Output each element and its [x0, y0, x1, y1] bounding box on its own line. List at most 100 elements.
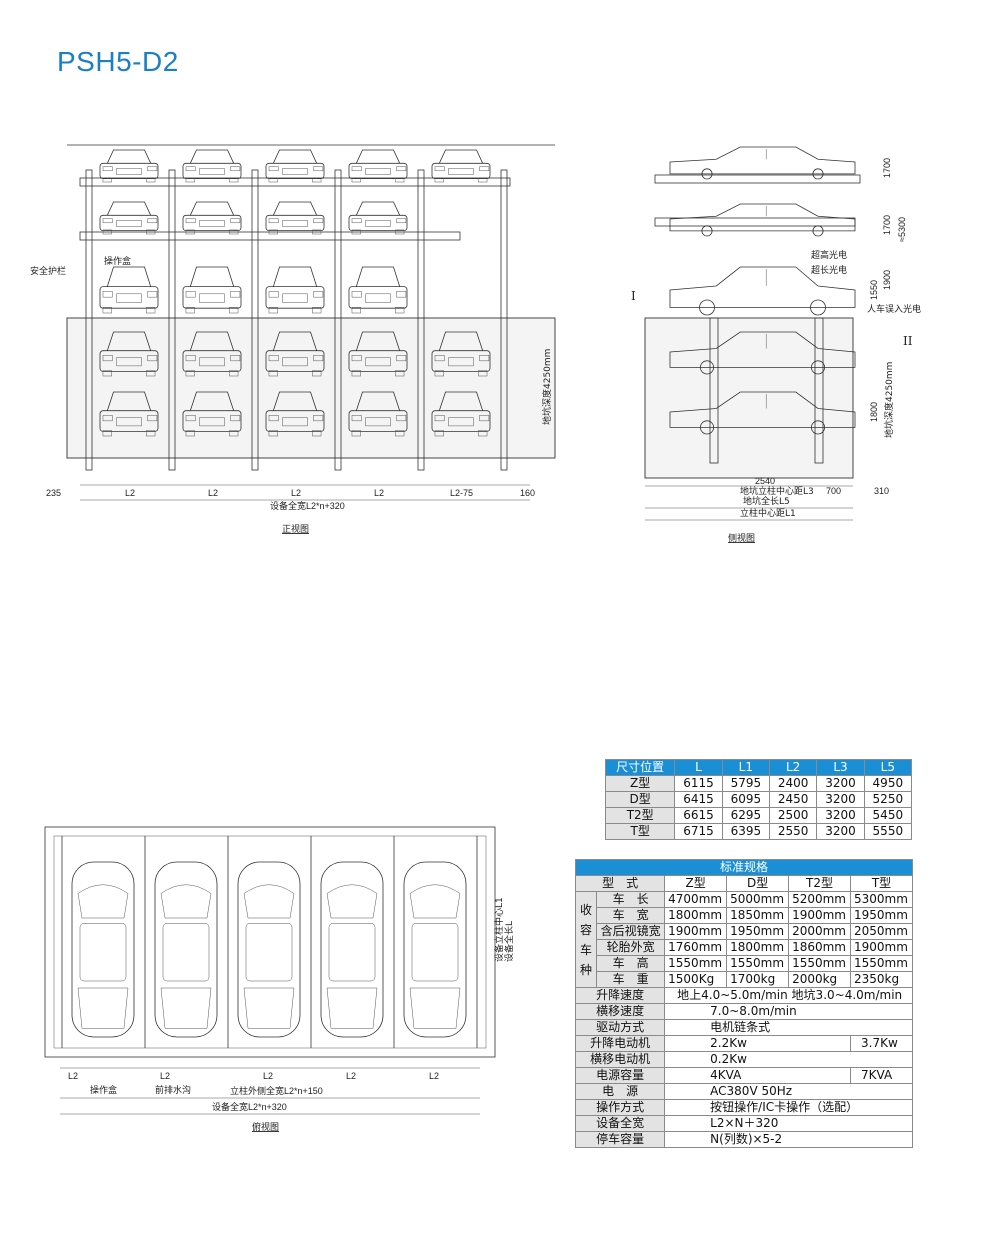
spec-row-label: 驱动方式 — [574, 1019, 666, 1036]
top-total-width: 设备全宽L2*n+320 — [212, 1101, 287, 1112]
dim-cell: 6415 — [674, 791, 723, 808]
spec-cell: 1760mm — [664, 939, 728, 956]
table-row: T型 6715 6395 2550 3200 5550 — [604, 823, 913, 840]
car-front-view — [265, 266, 325, 314]
dim-cell: 2550 — [768, 823, 818, 840]
dim-cell: 3200 — [816, 791, 865, 808]
front-dim-l2-1: L2 — [125, 488, 135, 498]
car-top-view — [154, 861, 218, 1038]
spec-cell: 2050mm — [850, 923, 913, 940]
table-row: 升降电动机 2.2Kw 3.7Kw — [574, 1035, 913, 1052]
dim-cell: 6295 — [721, 807, 771, 824]
car-side-view — [669, 203, 856, 237]
dim-cell: 6095 — [721, 791, 771, 808]
table-row: Z型 6115 5795 2400 3200 4950 — [604, 775, 913, 792]
column — [168, 169, 176, 471]
side-view-caption: 侧视图 — [728, 532, 755, 544]
spec-cell: 4700mm — [664, 891, 728, 908]
table-row: 车 重 1500Kg 1700kg 2000kg 2350kg — [576, 971, 913, 988]
table-row: 车 宽 1800mm 1850mm 1900mm 1950mm — [576, 907, 913, 924]
top-dim-l2-2: L2 — [160, 1071, 170, 1081]
spec-table-title: 标准规格 — [575, 859, 913, 876]
spec-cell: 3.7Kw — [850, 1035, 913, 1052]
table-row: 含后视镜宽 1900mm 1950mm 2000mm 2050mm — [576, 923, 913, 940]
spec-cell: 5200mm — [788, 891, 852, 908]
spec-cell: 2000mm — [788, 923, 852, 940]
side-height-5: 1800 — [869, 402, 879, 422]
table-row: 横移速度 7.0~8.0m/min — [574, 1003, 913, 1020]
spec-row-label: 车 高 — [595, 955, 666, 972]
table-row: 横移电动机 0.2Kw — [574, 1051, 913, 1068]
intrusion-sensor-label: 人车误入光电 — [867, 303, 921, 315]
table-row: T2型 6615 6295 2500 3200 5450 — [604, 807, 913, 824]
car-top-view — [71, 861, 135, 1038]
dim-header-l3: L3 — [816, 759, 865, 776]
front-dim-160: 160 — [520, 488, 535, 498]
table-row: 操作方式 按钮操作/IC卡操作（选配） — [574, 1099, 913, 1116]
table-row: 停车容量 N(列数)×5-2 — [574, 1131, 913, 1148]
car-front-view — [431, 149, 491, 183]
spec-type: Z型 — [664, 875, 728, 892]
top-dim-l2-3: L2 — [263, 1071, 273, 1081]
front-view-caption: 正视图 — [282, 523, 309, 535]
table-row: 收 容 车 种 车 长 4700mm 5000mm 5200mm 5300mm — [575, 891, 913, 988]
table-row: 电 源 AC380V 50Hz — [574, 1083, 913, 1100]
front-pit-depth-label: 地坑深度4250mm — [541, 349, 553, 425]
dim-cell: 2400 — [768, 775, 818, 792]
front-guardrail-label: 安全护栏 — [30, 265, 66, 277]
spec-cell: 5000mm — [726, 891, 790, 908]
column — [334, 169, 342, 471]
top-drain-label: 前排水沟 — [155, 1084, 191, 1096]
car-front-view — [348, 331, 408, 377]
section-mark-2: II — [903, 334, 913, 348]
spec-cell: 2350kg — [850, 971, 913, 988]
car-top-view — [403, 861, 467, 1038]
over-length-sensor-label: 超长光电 — [811, 264, 847, 276]
spec-table: 标准规格 型 式 Z型 D型 T2型 T型 收 容 车 种 车 长 4700mm… — [574, 859, 913, 1148]
inner-frame — [53, 835, 487, 1049]
front-dim-l2-4: L2 — [374, 488, 384, 498]
pit-outline — [644, 317, 854, 479]
side-height-4: 1550 — [869, 280, 879, 300]
car-front-view — [99, 391, 159, 437]
dim-header-l5: L5 — [863, 759, 913, 776]
top-control-box-label: 操作盒 — [90, 1084, 117, 1096]
dimension-table-header: 尺寸位置 L L1 L2 L3 L5 — [604, 759, 913, 776]
spec-cell: 1900mm — [850, 939, 913, 956]
spec-row-label: 升降电动机 — [574, 1035, 666, 1052]
spec-row-label: 车 重 — [595, 971, 666, 988]
top-l1-label: 设备立柱中心L1 — [493, 897, 505, 962]
column — [251, 169, 259, 471]
side-view-drawing: 1700 1700 ≈5300 1900 1550 1800 地坑深度4250m… — [631, 146, 921, 544]
spec-row-label: 设备全宽 — [574, 1115, 666, 1132]
top-col-width: 立柱外侧全宽L2*n+150 — [230, 1085, 323, 1096]
spec-type-label: 型 式 — [574, 875, 666, 892]
car-front-view — [348, 391, 408, 437]
beam — [654, 174, 861, 184]
car-front-view — [265, 331, 325, 377]
top-dim-l2-4: L2 — [346, 1071, 356, 1081]
beam — [654, 217, 856, 227]
car-front-view — [431, 391, 491, 437]
spec-cell: 1700kg — [726, 971, 790, 988]
dim-cell: 3200 — [816, 807, 865, 824]
dim-header-position: 尺寸位置 — [604, 759, 676, 776]
table-row: 电源容量 4KVA 7KVA — [574, 1067, 913, 1084]
group-char: 收 — [579, 902, 592, 917]
car-front-view — [182, 149, 242, 183]
dim-cell: 2450 — [768, 791, 818, 808]
side-dim-l1: 立柱中心距L1 — [740, 507, 796, 519]
spec-cell: 0.2Kw — [664, 1051, 913, 1068]
car-front-view — [265, 391, 325, 437]
table-row: 设备全宽 L2×N＋320 — [574, 1115, 913, 1132]
spec-row-label: 停车容量 — [574, 1131, 666, 1148]
spec-row-label: 升降速度 — [574, 987, 666, 1004]
spec-row-label: 车 长 — [595, 891, 666, 908]
side-total-height: ≈5300 — [897, 217, 907, 242]
table-row: 升降速度 地上4.0~5.0m/min 地坑3.0~4.0m/min — [574, 987, 913, 1004]
spec-cell: 1800mm — [726, 939, 790, 956]
side-dim-l3: 地坑立柱中心距L3 — [740, 485, 814, 497]
front-total-width: 设备全宽L2*n+320 — [270, 500, 345, 511]
spec-cell: 1900mm — [664, 923, 728, 940]
spec-cell: 1800mm — [664, 907, 728, 924]
